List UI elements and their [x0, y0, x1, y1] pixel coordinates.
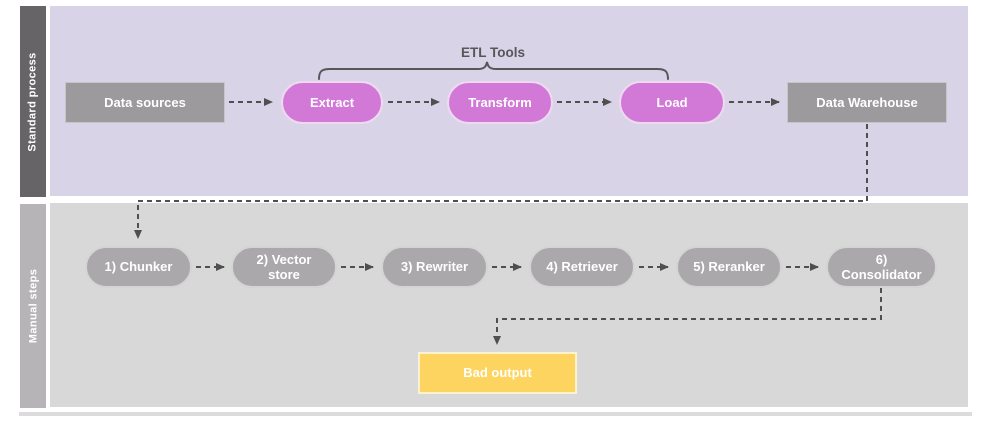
node-chunker: 1) Chunker — [85, 246, 192, 288]
lane-label-manual-steps: Manual steps — [27, 268, 39, 344]
node-load: Load — [619, 81, 725, 124]
bottom-divider — [19, 412, 972, 416]
node-extract: Extract — [281, 81, 383, 124]
node-consolidator: 6) Consolidator — [826, 246, 937, 288]
node-transform: Transform — [447, 81, 553, 124]
node-bad-output: Bad output — [418, 352, 577, 394]
lane-label-standard-process: Standard process — [27, 51, 40, 152]
node-rewriter: 3) Rewriter — [381, 246, 488, 288]
lane-header-manual-steps: Manual steps — [20, 204, 46, 408]
etl-tools-label: ETL Tools — [461, 45, 525, 60]
node-vector-store: 2) Vector store — [231, 246, 337, 288]
node-reranker: 5) Reranker — [676, 246, 782, 288]
lane-header-standard-process: Standard process — [20, 6, 46, 197]
node-data-warehouse: Data Warehouse — [787, 82, 947, 123]
node-retriever: 4) Retriever — [529, 246, 635, 288]
node-data-sources: Data sources — [65, 82, 225, 123]
